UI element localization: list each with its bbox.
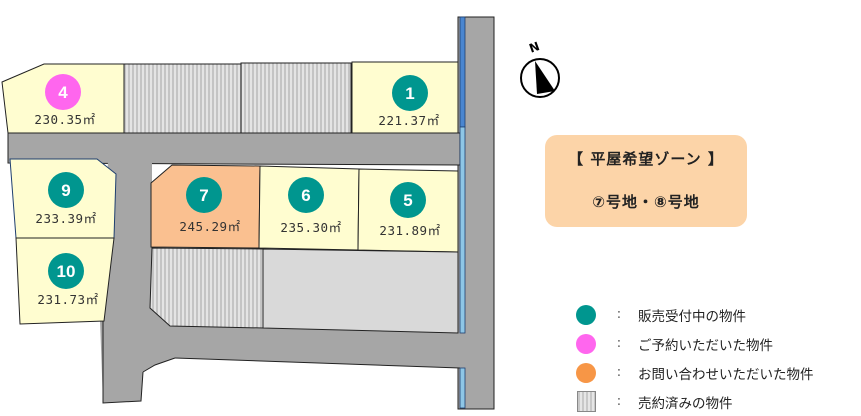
zone-lots: ⑦号地・⑧号地 xyxy=(592,193,700,211)
available-marker xyxy=(48,253,84,289)
road-network xyxy=(7,16,495,410)
pink-circle-icon xyxy=(576,333,596,354)
waterway-middle xyxy=(459,126,466,334)
lot-6-label: 6 235.30㎡ xyxy=(280,177,341,235)
legend: : 販売受付中の物件 : ご予約いただいた物件 : お問い合わせいただいた物件 … xyxy=(576,300,814,416)
available-marker xyxy=(48,172,84,208)
lot-1-label: 1 221.37㎡ xyxy=(378,75,439,128)
lot-area: 221.37㎡ xyxy=(378,113,439,128)
lot-number: 9 xyxy=(61,181,70,200)
lot-number: 10 xyxy=(57,262,76,281)
reserved-marker xyxy=(45,74,81,110)
legend-colon: : xyxy=(616,394,622,409)
orange-circle-icon xyxy=(576,362,596,383)
legend-label: 売約済みの物件 xyxy=(638,395,733,412)
legend-label: ご予約いただいた物件 xyxy=(638,337,773,354)
one-story-zone-callout: 【 平屋希望ゾーン 】 ⑦号地・⑧号地 xyxy=(545,135,747,227)
lot-5-label: 5 231.89㎡ xyxy=(379,182,440,238)
lot-7-label: 7 245.29㎡ xyxy=(179,177,240,234)
waterway-lower xyxy=(459,367,466,409)
waterway-upper xyxy=(459,16,466,128)
road-south-loop xyxy=(100,160,460,403)
north-label: N xyxy=(527,40,541,56)
available-marker xyxy=(288,177,324,213)
lot-area: 231.73㎡ xyxy=(37,292,98,307)
lot-area: 230.35㎡ xyxy=(34,112,95,127)
lot-area: 245.29㎡ xyxy=(179,219,240,234)
lot-number: 7 xyxy=(199,186,208,205)
teal-circle-icon xyxy=(576,304,596,325)
lot-9-label: 9 233.39㎡ xyxy=(35,172,96,226)
available-marker xyxy=(392,75,428,111)
north-compass: N xyxy=(516,39,568,104)
legend-item-reserved: : ご予約いただいた物件 xyxy=(576,329,814,358)
legend-label: お問い合わせいただいた物件 xyxy=(638,366,814,383)
striped-square-icon xyxy=(577,391,596,412)
lot-number: 1 xyxy=(405,84,414,103)
lot-number: 6 xyxy=(301,186,310,205)
lot-sold-3[interactable] xyxy=(149,247,264,329)
legend-item-available: : 販売受付中の物件 xyxy=(576,300,814,329)
lot-number: 5 xyxy=(403,191,412,210)
lot-area: 233.39㎡ xyxy=(35,211,96,226)
legend-item-inquiry: : お問い合わせいただいた物件 xyxy=(576,358,814,387)
lot-vacant[interactable] xyxy=(262,248,459,334)
available-marker xyxy=(390,182,426,218)
legend-colon: : xyxy=(616,365,622,380)
legend-label: 販売受付中の物件 xyxy=(638,308,746,325)
lot-number: 4 xyxy=(58,83,68,102)
available-marker xyxy=(186,177,222,213)
lot-sold-1[interactable] xyxy=(123,63,242,134)
north-arrow-icon xyxy=(535,61,555,94)
legend-colon: : xyxy=(616,307,622,322)
lot-area: 231.89㎡ xyxy=(379,223,440,238)
lot-4-label: 4 230.35㎡ xyxy=(34,74,95,127)
legend-item-sold: : 売約済みの物件 xyxy=(576,387,814,416)
lot-10-label: 10 231.73㎡ xyxy=(37,253,98,307)
lot-sold-2[interactable] xyxy=(240,62,352,134)
legend-colon: : xyxy=(616,336,622,351)
lot-area: 235.30㎡ xyxy=(280,220,341,235)
zone-title: 【 平屋希望ゾーン 】 xyxy=(568,150,724,168)
